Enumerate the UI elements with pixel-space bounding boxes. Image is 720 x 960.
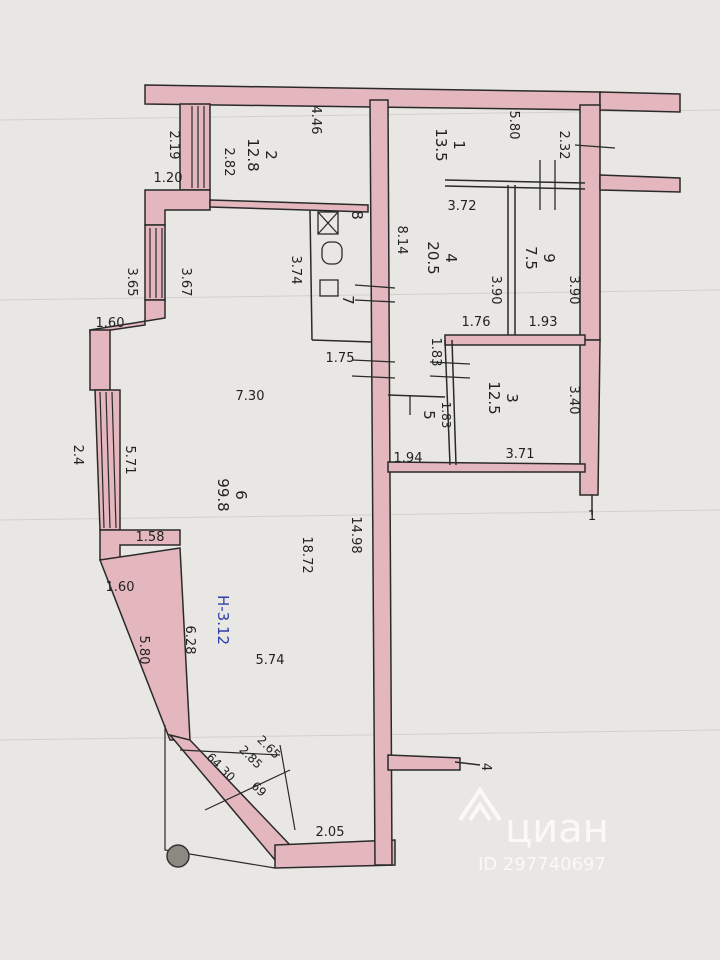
- watermark: циан ID 297740697: [458, 786, 609, 875]
- dim-4-46: 4.46: [308, 106, 323, 135]
- dim-1-58: 1.58: [136, 530, 165, 545]
- door-ticks: [351, 144, 616, 415]
- dim-2-32: 2.32: [556, 131, 571, 160]
- dim-3-65: 3.65: [124, 268, 139, 297]
- room-1-area: 13.5: [432, 128, 450, 161]
- partitions: [309, 179, 593, 766]
- dim-3-71: 3.71: [506, 447, 535, 462]
- room-9-area: 7.5: [522, 246, 540, 270]
- dim-6-28: 6.28: [182, 626, 197, 655]
- watermark-logo-icon: [458, 786, 502, 822]
- dim-14-98: 14.98: [348, 516, 363, 553]
- dim-2-82: 2.82: [221, 148, 236, 177]
- room-2-area: 12.8: [244, 138, 262, 171]
- dim-5-80-left: 5.80: [136, 636, 151, 665]
- room-2-number: 2: [262, 150, 280, 160]
- dim-1-60-a: 1.60: [96, 316, 125, 331]
- dim-3-40: 3.40: [566, 386, 581, 415]
- dim-8-14: 8.14: [394, 226, 409, 255]
- handwritten-note: Н-3.12: [214, 595, 232, 645]
- dim-3-72: 3.72: [448, 199, 477, 214]
- room-labels: 212.8 113.5 420.5 97.5 312.5 699.8 7 8 1…: [214, 128, 558, 511]
- dim-5-80-top: 5.80: [506, 111, 521, 140]
- dim-18-72: 18.72: [299, 536, 314, 573]
- dim-1-94: 1.94: [394, 451, 423, 466]
- room-6-area: 99.8: [214, 478, 232, 511]
- bay-lines: [164, 725, 296, 869]
- watermark-id: ID 297740697: [478, 854, 606, 875]
- dim-1-75: 1.75: [326, 351, 355, 366]
- watermark-brand: циан: [505, 806, 609, 852]
- room-8-number: 8: [348, 210, 366, 220]
- dim-1-60-b: 1.60: [106, 580, 135, 595]
- dim-3-90-b: 3.90: [566, 276, 581, 305]
- dim-2-19: 2.19: [166, 131, 181, 160]
- room-3-number: 3: [503, 393, 521, 403]
- dim-5-71: 5.71: [122, 446, 137, 475]
- room-4-area: 20.5: [424, 241, 442, 274]
- walls: [89, 84, 681, 869]
- axis-marker-1: 1: [588, 509, 596, 524]
- windows: [99, 106, 205, 529]
- dim-69: 69: [248, 779, 269, 800]
- dim-1-83: 1.83: [428, 338, 443, 367]
- dim-1-93: 1.93: [529, 315, 558, 330]
- dim-1-76: 1.76: [462, 315, 491, 330]
- dim-7-30: 7.30: [236, 389, 265, 404]
- room-5-area: 1.83: [439, 402, 453, 429]
- dim-2-05: 2.05: [316, 825, 345, 840]
- dim-1-20: 1.20: [154, 171, 183, 186]
- room-6-number: 6: [232, 490, 250, 500]
- room-4-number: 4: [442, 253, 460, 263]
- dim-3-67: 3.67: [178, 268, 193, 297]
- dimension-labels: 4.46 2.19 2.82 1.20 5.80 2.32 3.72 8.14 …: [70, 106, 581, 840]
- dim-5-74: 5.74: [256, 653, 285, 668]
- dim-2-4: 2.4: [70, 445, 85, 466]
- room-1-number: 1: [450, 140, 468, 150]
- fixtures: [317, 211, 343, 297]
- room-3-area: 12.5: [485, 381, 503, 414]
- room-5-number: 5: [420, 410, 438, 420]
- pipe-marker: [166, 844, 190, 868]
- room-7-number: 7: [339, 295, 357, 305]
- room-9-number: 9: [540, 253, 558, 263]
- axis-marker-4: 4: [478, 763, 493, 771]
- dim-3-90-a: 3.90: [488, 276, 503, 305]
- dim-3-74: 3.74: [288, 256, 303, 285]
